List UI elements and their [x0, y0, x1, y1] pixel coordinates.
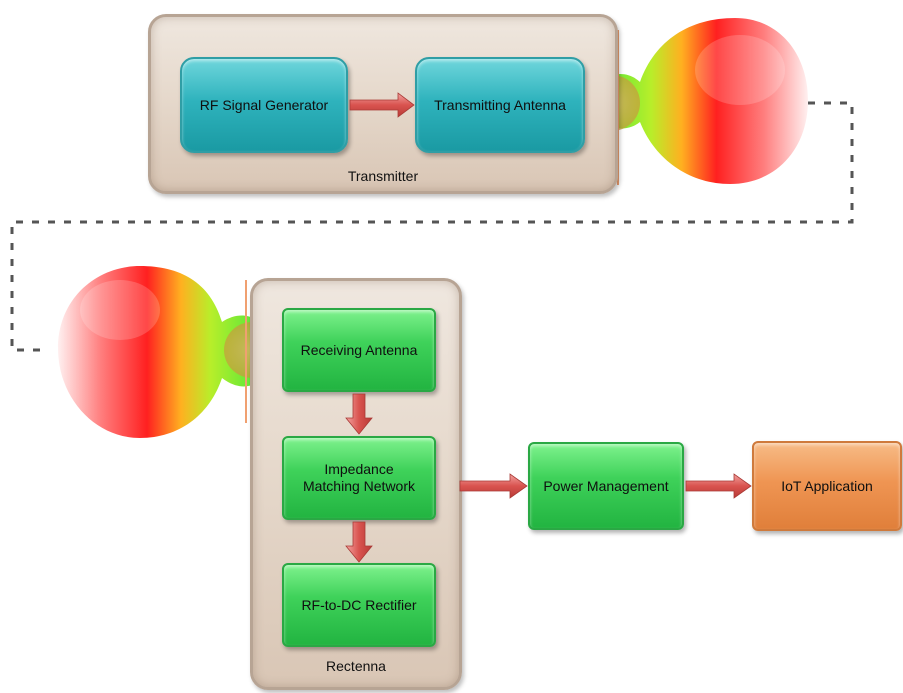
impedance-matching-line2: Matching Network	[302, 478, 416, 494]
transmitter-label: Transmitter	[347, 168, 419, 184]
rf-signal-generator-text: RF Signal Generator	[199, 96, 329, 113]
rectifier-text: RF-to-DC Rectifier	[301, 596, 417, 613]
impedance-matching-text: Impedance Matching Network	[303, 461, 415, 495]
arrow-generator-to-tx-antenna	[349, 92, 415, 118]
iot-application-text: IoT Application	[781, 477, 873, 494]
arrow-matching-to-rectifier	[345, 521, 373, 563]
transmitting-antenna-text: Transmitting Antenna	[434, 96, 566, 113]
receiving-antenna-block[interactable]: Receiving Antenna	[282, 308, 436, 392]
arrow-power-management-to-iot	[685, 473, 752, 499]
receiving-antenna-text: Receiving Antenna	[300, 341, 418, 358]
impedance-matching-block[interactable]: Impedance Matching Network	[282, 436, 436, 520]
rf-signal-generator-block[interactable]: RF Signal Generator	[180, 57, 348, 153]
rectifier-block[interactable]: RF-to-DC Rectifier	[282, 563, 436, 647]
power-management-block[interactable]: Power Management	[528, 442, 684, 530]
transmitting-antenna-block[interactable]: Transmitting Antenna	[415, 57, 585, 153]
power-management-text: Power Management	[543, 477, 669, 494]
arrow-rx-antenna-to-matching	[345, 393, 373, 435]
arrow-rectenna-to-power-management	[459, 473, 528, 499]
iot-application-block[interactable]: IoT Application	[752, 441, 902, 531]
wireless-link-path	[10, 101, 854, 352]
rectenna-label: Rectenna	[326, 658, 386, 674]
impedance-matching-line1: Impedance	[324, 461, 394, 477]
